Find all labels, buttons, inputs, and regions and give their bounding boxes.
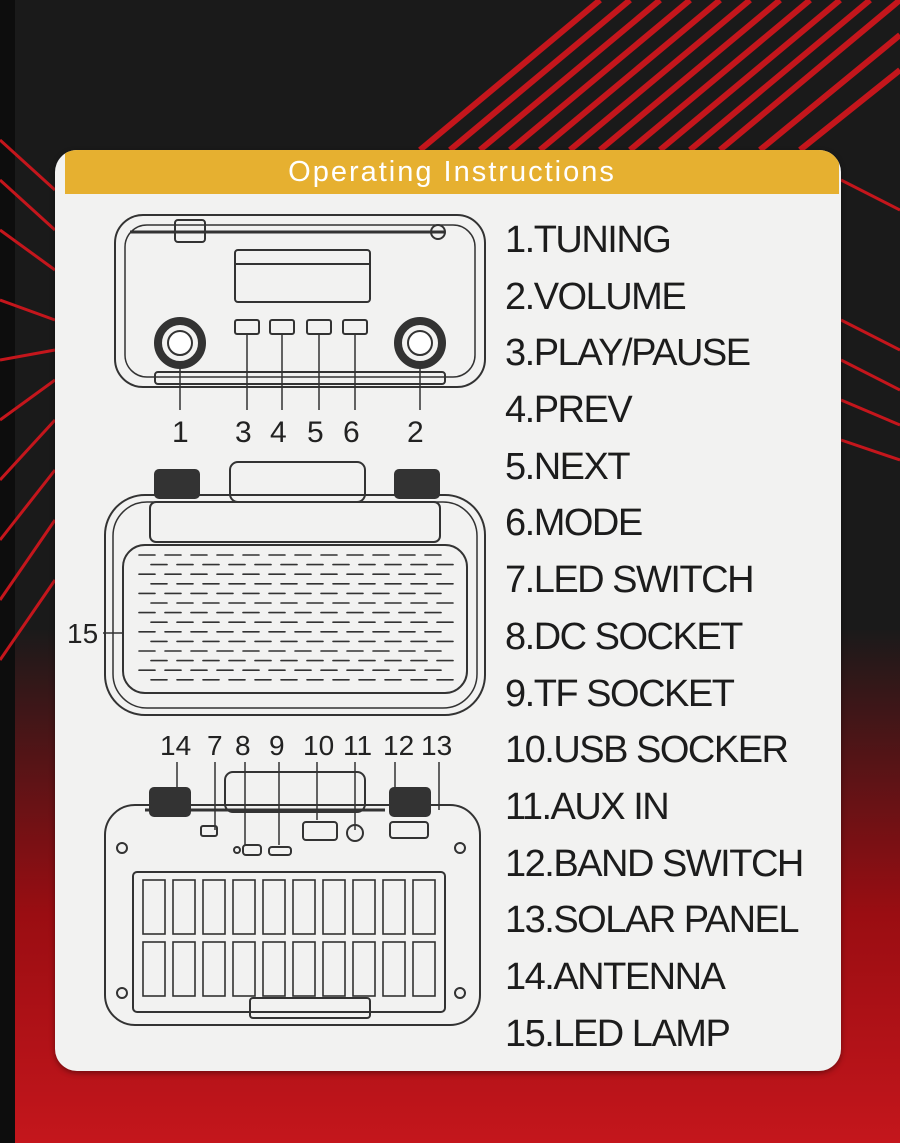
solar-cell: [262, 879, 286, 935]
solar-cell: [412, 941, 436, 997]
list-item-aux-in: 11.AUX IN: [505, 785, 670, 828]
mode-button: [342, 319, 368, 335]
band-switch: [389, 821, 429, 839]
callout-7: 7: [207, 730, 223, 761]
radio-back-diagram: [104, 762, 481, 1026]
led-switch: [200, 825, 218, 837]
solar-cells: [142, 879, 436, 997]
lamp-body: [104, 494, 486, 716]
list-item-play-pause: 3.PLAY/PAUSE: [505, 332, 751, 375]
callout-15: 15: [67, 618, 98, 649]
list-item-next: 5.NEXT: [505, 445, 631, 488]
callout-13: 13: [421, 730, 452, 761]
list-item-volume: 2.VOLUME: [505, 275, 687, 318]
solar-cell: [172, 879, 196, 935]
list-item-led-lamp: 15.LED LAMP: [505, 1012, 731, 1055]
prev-button: [269, 319, 295, 335]
solar-cell: [352, 941, 376, 997]
display-window: [234, 249, 371, 303]
list-item-led-switch: 7.LED SWITCH: [505, 559, 755, 602]
front-body: [114, 214, 486, 388]
back-body: [104, 804, 481, 1026]
list-item-dc-socket: 8.DC SOCKET: [505, 615, 743, 658]
solar-cell: [292, 879, 316, 935]
solar-cell: [382, 879, 406, 935]
callout-10: 10: [303, 730, 334, 761]
radio-lamp-diagram: [103, 461, 486, 716]
callout-6: 6: [343, 416, 360, 449]
solar-cell: [202, 941, 226, 997]
callout-1: 1: [172, 416, 189, 449]
list-item-tuning: 1.TUNING: [505, 219, 672, 261]
radio-front-diagram: [114, 214, 486, 410]
list-item-prev: 4.PREV: [505, 389, 633, 432]
callout-12: 12: [383, 730, 414, 761]
solar-cell: [382, 941, 406, 997]
callout-9: 9: [269, 730, 285, 761]
list-item-solar-panel: 13.SOLAR PANEL: [505, 899, 800, 942]
solar-cell: [322, 879, 346, 935]
dc-socket: [242, 844, 262, 856]
solar-cell: [172, 941, 196, 997]
aux-in: [346, 824, 364, 842]
list-item-mode: 6.MODE: [505, 502, 643, 545]
card-title: Operating Instructions: [288, 156, 616, 188]
solar-cell: [322, 941, 346, 997]
top-panel: [149, 501, 441, 543]
solar-cell: [412, 879, 436, 935]
callout-5: 5: [307, 416, 324, 449]
solar-cell: [142, 941, 166, 997]
list-item-band-switch: 12.BAND SWITCH: [505, 842, 804, 885]
led-lamp-grille: [122, 544, 468, 694]
red-stripes-right: [840, 178, 900, 462]
instruction-list: 1.TUNING 2.VOLUME 3.PLAY/PAUSE 4.PREV 5.…: [505, 212, 835, 1062]
left-knob-top: [154, 469, 200, 499]
list-item-tf-socket: 9.TF SOCKET: [505, 672, 735, 715]
play-pause-button: [234, 319, 260, 335]
callout-4: 4: [270, 416, 287, 449]
callout-8: 8: [235, 730, 251, 761]
antenna-knob: [149, 787, 191, 817]
grille-slots: [138, 554, 454, 681]
usb-socket: [302, 821, 338, 841]
solar-cell: [352, 879, 376, 935]
solar-panel: [132, 871, 446, 1013]
solar-cell: [232, 941, 256, 997]
callout-3: 3: [235, 416, 252, 449]
next-button: [306, 319, 332, 335]
tf-socket: [268, 846, 292, 856]
callout-2: 2: [407, 416, 424, 449]
callout-11: 11: [343, 730, 372, 761]
callout-14: 14: [160, 730, 191, 761]
instruction-card: Operating Instructions: [55, 150, 841, 1071]
back-callouts: 14 7 8 9 10 11 12 13: [160, 730, 452, 761]
red-stripes-left: [0, 138, 57, 661]
back-handle: [224, 771, 366, 813]
solar-cell: [232, 879, 256, 935]
red-stripes-top-right: [418, 0, 900, 153]
list-item-usb-socket: 10.USB SOCKER: [505, 729, 789, 772]
list-item-antenna: 14.ANTENNA: [505, 955, 726, 998]
right-knob-top: [394, 469, 440, 499]
solar-cell: [292, 941, 316, 997]
solar-cell: [202, 879, 226, 935]
radio-diagrams: 1 3 4 5 6 2 15 14 7 8 9 10 11: [67, 214, 486, 1026]
front-callouts: 1 3 4 5 6 2: [172, 416, 424, 449]
card-header: Operating Instructions: [65, 150, 839, 194]
solar-cell: [262, 941, 286, 997]
solar-cell: [142, 879, 166, 935]
